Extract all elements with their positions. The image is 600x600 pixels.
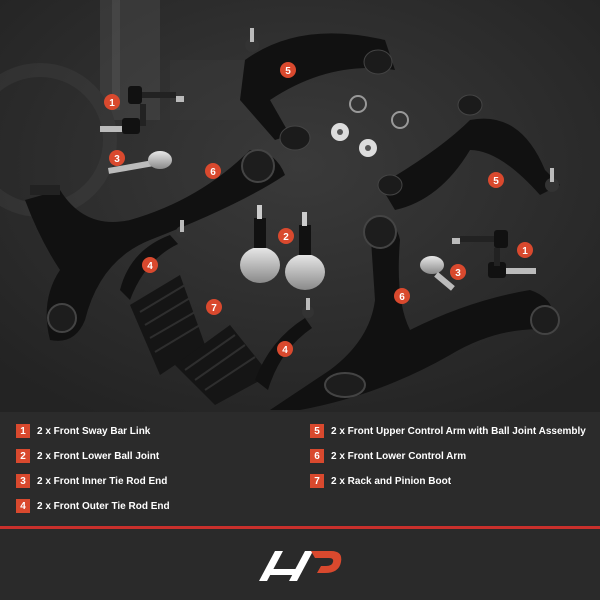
lower-ball-joint-pair bbox=[240, 205, 325, 290]
callout-3-right: 3 bbox=[450, 264, 466, 280]
svg-text:7: 7 bbox=[211, 303, 217, 314]
footer-divider bbox=[0, 526, 600, 529]
legend-number: 5 bbox=[310, 424, 324, 438]
legend-item: 4 2 x Front Outer Tie Rod End bbox=[16, 498, 170, 514]
upper-control-arm-2 bbox=[377, 94, 560, 210]
svg-text:5: 5 bbox=[493, 176, 499, 187]
callout-7: 7 bbox=[206, 299, 222, 315]
sway-bar-link-2 bbox=[452, 230, 536, 278]
legend-item: 1 2 x Front Sway Bar Link bbox=[16, 423, 150, 439]
callout-4-left: 4 bbox=[142, 257, 158, 273]
legend-number: 6 bbox=[310, 449, 324, 463]
svg-text:6: 6 bbox=[399, 292, 405, 303]
legend-label: 2 x Front Inner Tie Rod End bbox=[37, 475, 168, 487]
parts-legend: 1 2 x Front Sway Bar Link 2 2 x Front Lo… bbox=[0, 412, 600, 524]
svg-text:1: 1 bbox=[522, 246, 528, 257]
sway-bar-link-1 bbox=[100, 86, 184, 134]
svg-text:6: 6 bbox=[210, 167, 216, 178]
legend-item: 3 2 x Front Inner Tie Rod End bbox=[16, 473, 167, 489]
legend-label: 2 x Rack and Pinion Boot bbox=[331, 475, 452, 487]
callout-badges: 1 3 6 5 5 2 4 7 4 6 3 1 bbox=[104, 62, 533, 357]
legend-number: 2 bbox=[16, 449, 30, 463]
hardware-clips bbox=[331, 95, 409, 157]
svg-text:3: 3 bbox=[114, 154, 120, 165]
callout-5-top: 5 bbox=[280, 62, 296, 78]
legend-number: 4 bbox=[16, 499, 30, 513]
legend-label: 2 x Front Lower Control Arm bbox=[331, 450, 467, 462]
legend-item: 6 2 x Front Lower Control Arm bbox=[310, 448, 466, 464]
callout-3-left: 3 bbox=[109, 150, 125, 166]
svg-text:4: 4 bbox=[282, 345, 288, 356]
inner-tie-rod-1 bbox=[108, 151, 172, 174]
rack-pinion-boots bbox=[130, 275, 270, 405]
callout-2: 2 bbox=[278, 228, 294, 244]
callout-6-right: 6 bbox=[394, 288, 410, 304]
lower-control-arm-1 bbox=[25, 149, 285, 341]
brand-logo-icon bbox=[259, 551, 342, 581]
legend-label: 2 x Front Outer Tie Rod End bbox=[37, 500, 170, 512]
upper-control-arm-1 bbox=[240, 28, 395, 151]
callout-1-left: 1 bbox=[104, 94, 120, 110]
callout-6-left: 6 bbox=[205, 163, 221, 179]
legend-number: 3 bbox=[16, 474, 30, 488]
callout-4-right: 4 bbox=[277, 341, 293, 357]
legend-item: 7 2 x Rack and Pinion Boot bbox=[310, 473, 451, 489]
legend-label: 2 x Front Lower Ball Joint bbox=[37, 450, 160, 462]
parts-scene: 1 3 6 5 5 2 4 7 4 6 3 1 bbox=[0, 0, 600, 412]
legend-item: 2 2 x Front Lower Ball Joint bbox=[16, 448, 159, 464]
callout-5-right: 5 bbox=[488, 172, 504, 188]
svg-text:3: 3 bbox=[455, 268, 461, 279]
lower-control-arm-2 bbox=[270, 215, 560, 410]
legend-number: 1 bbox=[16, 424, 30, 438]
svg-text:1: 1 bbox=[109, 98, 115, 109]
legend-label: 2 x Front Upper Control Arm with Ball Jo… bbox=[331, 425, 586, 437]
svg-text:2: 2 bbox=[283, 232, 289, 243]
inner-tie-rod-2 bbox=[420, 256, 455, 291]
legend-label: 2 x Front Sway Bar Link bbox=[37, 425, 151, 437]
legend-item: 5 2 x Front Upper Control Arm with Ball … bbox=[310, 423, 586, 439]
outer-tie-rod-1 bbox=[120, 220, 188, 300]
svg-text:5: 5 bbox=[285, 66, 291, 77]
callout-1-right: 1 bbox=[517, 242, 533, 258]
svg-text:4: 4 bbox=[147, 261, 153, 272]
legend-number: 7 bbox=[310, 474, 324, 488]
